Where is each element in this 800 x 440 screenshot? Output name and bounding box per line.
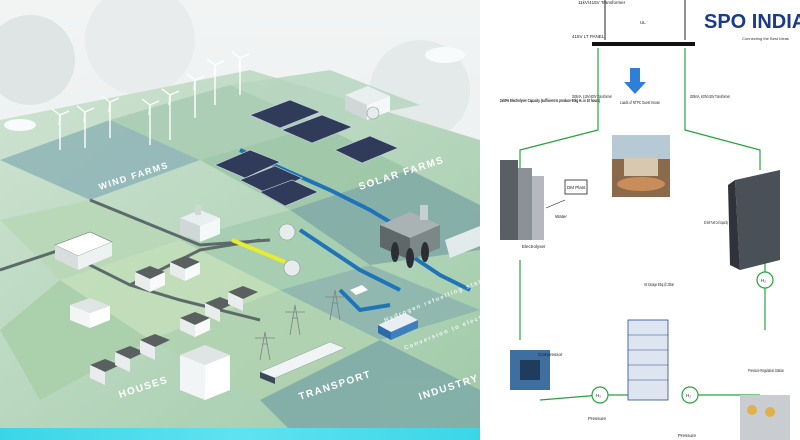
label-fuel-cell: 50 kW Fuel Cell capacity [704, 220, 728, 225]
schematic-svg: SPO INDIA Connecting the Best Ideas 11kV… [500, 0, 800, 440]
label-top-transformer: 11kV/415V Transformer [578, 0, 626, 5]
cyan-footer-band [0, 428, 480, 440]
hydrogen-ecosystem-illustration: WIND FARMS SOLAR FARMS HOUSES TRANSPORT … [0, 0, 480, 440]
spo-india-logo: SPO INDIA [704, 11, 800, 33]
electrolyser-unit [500, 160, 544, 240]
transport-group [259, 285, 418, 384]
svg-text:H₂: H₂ [686, 393, 691, 398]
label-trafo-left: 250kVA, 415V/400V Transformer [572, 94, 612, 99]
label-trafo-right: 250kVA, 400V/415V Transformer [690, 94, 730, 99]
label-dm-plant: DM Plant [567, 185, 586, 190]
compressor-unit [510, 350, 550, 390]
industrial-facilities [180, 86, 480, 268]
label-ul: UL [640, 20, 646, 25]
hydrogen-tanks [278, 106, 380, 277]
h2-markers: H₂ H₂ H₂ [591, 271, 774, 404]
clouds [4, 47, 465, 131]
label-water: Water [555, 214, 567, 219]
pressure-regulation-unit [740, 395, 790, 440]
label-pressure-right: Pressure [678, 433, 697, 438]
label-compressor: Compressor [538, 352, 563, 357]
label-lt-panel: 415V LT PANEL [572, 34, 605, 39]
svg-text:H₂: H₂ [761, 278, 766, 283]
wind-turbines [51, 51, 250, 150]
microgrid-schematic: SPO INDIA Connecting the Best Ideas 11kV… [480, 0, 800, 440]
h2-storage-cylinders [627, 319, 669, 401]
houses-group [54, 231, 258, 400]
label-pressure-regulation: Pressure Regulation Station [748, 368, 784, 373]
label-pressure-left: Pressure [588, 416, 607, 421]
label-loads: Loads of NTPC Guest House [620, 100, 660, 105]
logo-tagline: Connecting the Best Ideas [742, 36, 789, 41]
deco-circle [0, 15, 75, 105]
label-electrolyser-capacity: 2x50% Electrolyser Capacity (sufficient … [500, 98, 600, 103]
solar-panels [214, 99, 399, 207]
deco-circle [85, 0, 195, 95]
label-h2-storage: H2 Storage 50kg @ 30bar [644, 282, 674, 287]
dm-plant-box [564, 179, 588, 195]
fuel-cell-unit [735, 170, 780, 270]
pylons [255, 289, 345, 361]
energy-line [231, 238, 286, 264]
svg-text:H₂: H₂ [596, 393, 601, 398]
label-electrolyser: Electrolyser [522, 244, 546, 249]
down-arrow [624, 68, 646, 94]
ecosystem-svg: WIND FARMS SOLAR FARMS HOUSES TRANSPORT … [0, 0, 480, 440]
